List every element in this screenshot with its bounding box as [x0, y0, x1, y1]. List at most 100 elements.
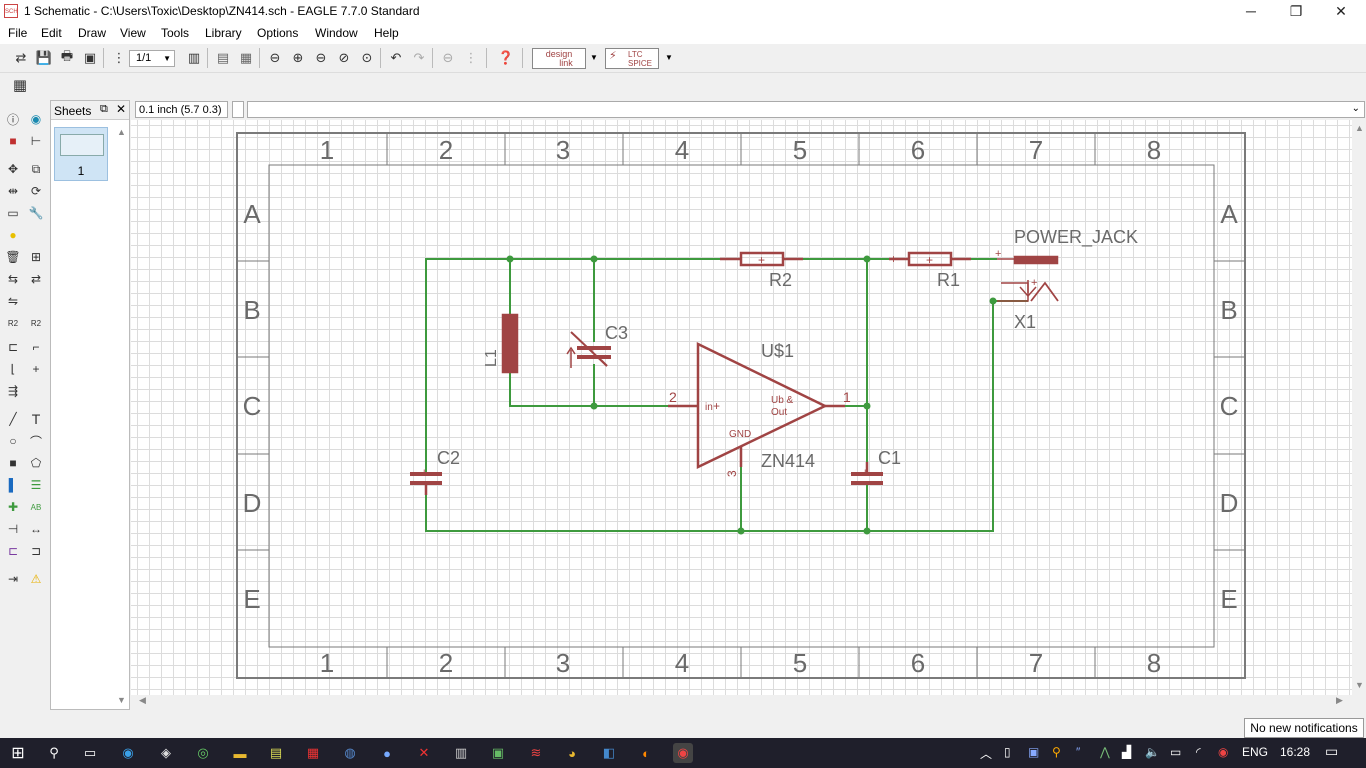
copy-icon[interactable]: ⧉ — [31, 161, 41, 176]
close-button[interactable]: ✕ — [1335, 3, 1347, 19]
zoom-out-icon[interactable]: ⊖ — [315, 50, 327, 65]
vertical-scrollbar[interactable]: ▲ ▼ — [1352, 120, 1366, 695]
designlink-button[interactable]: design link — [532, 48, 586, 69]
command-input[interactable]: ⌄ — [247, 101, 1365, 118]
app-icon-7[interactable]: ◍ — [344, 745, 356, 760]
junction-icon[interactable]: ✚ — [7, 500, 19, 514]
print-icon[interactable]: 🖶 — [60, 48, 74, 63]
command-chevron-down-icon[interactable]: ⌄ — [1351, 103, 1360, 114]
sheet-select[interactable]: 1/1 ▼ — [129, 50, 175, 67]
group-icon[interactable]: ▭ — [7, 206, 19, 220]
app-icon-9[interactable]: ✕ — [418, 745, 430, 760]
value-icon[interactable]: R2 — [30, 318, 42, 328]
app-icon-6[interactable]: ▦ — [306, 745, 320, 760]
menu-options[interactable]: Options — [257, 26, 299, 40]
text-icon[interactable]: T — [31, 411, 41, 427]
scroll-down-arrow-icon[interactable]: ▼ — [1355, 680, 1364, 690]
file-explorer-icon[interactable]: ▬ — [233, 745, 247, 761]
arc-icon[interactable]: ⌒ — [29, 434, 42, 449]
pin-icon[interactable]: ⧉ — [100, 103, 108, 115]
erc-icon[interactable]: ⇥ — [7, 572, 19, 586]
info-icon[interactable]: ⓘ — [6, 112, 19, 127]
horizontal-scrollbar[interactable]: ◀ ▶ — [131, 695, 1352, 708]
mark-icon[interactable]: ⊢ — [30, 134, 42, 148]
cross-icon[interactable]: + — [32, 362, 40, 376]
scroll-down-icon[interactable]: ▼ — [117, 695, 126, 705]
edge-icon[interactable]: ◉ — [122, 745, 134, 760]
sheet-list-icon[interactable]: ▥ — [187, 50, 201, 65]
network-icon[interactable]: ◜ — [1196, 745, 1201, 759]
scroll-right-arrow-icon[interactable]: ▶ — [1336, 695, 1343, 705]
chrome-icon[interactable]: ◕ — [568, 745, 576, 761]
undo-icon[interactable]: ↶ — [390, 50, 402, 65]
optimize-icon[interactable]: ⇶ — [7, 384, 19, 398]
app-icon-11[interactable]: ▣ — [491, 745, 505, 760]
go-icon[interactable]: ⋮ — [464, 50, 478, 65]
scroll-up-arrow-icon[interactable]: ▲ — [1355, 123, 1364, 133]
restore-button[interactable]: ❐ — [1289, 3, 1303, 19]
task-view-icon[interactable]: ▭ — [83, 745, 97, 760]
app-icon-5[interactable]: ▤ — [269, 745, 283, 760]
label-icon[interactable]: AB — [30, 502, 42, 512]
rotate-icon[interactable]: ⟳ — [30, 184, 42, 198]
app-icon-3[interactable]: ◎ — [197, 745, 209, 760]
scroll-up-icon[interactable]: ▲ — [117, 127, 126, 137]
firefox-icon[interactable]: ◐ — [642, 745, 650, 761]
eagle-taskbar-icon[interactable]: ◉ — [673, 743, 693, 763]
menu-draw[interactable]: Draw — [78, 26, 107, 40]
net-icon[interactable]: ☰ — [30, 478, 42, 492]
zoom-in-icon[interactable]: ⊕ — [292, 50, 304, 65]
menu-library[interactable]: Library — [205, 26, 242, 40]
mirror-icon[interactable]: ⇹ — [7, 184, 19, 198]
zoom-redraw-icon[interactable]: ⊘ — [338, 50, 350, 65]
volume-icon[interactable]: 🔈 — [1145, 745, 1160, 759]
l1-inductor[interactable] — [501, 313, 519, 374]
stop-icon[interactable]: ⊖ — [442, 50, 454, 65]
app-icon-12[interactable]: ≋ — [530, 745, 542, 760]
tray-search-icon[interactable]: ⚲ — [1052, 745, 1061, 759]
circle-icon[interactable]: ○ — [9, 434, 17, 448]
pinswap-icon[interactable]: ⇆ — [7, 272, 19, 286]
search-icon[interactable]: ⚲ — [49, 745, 59, 760]
ltspice-chevron-down-icon[interactable]: ▼ — [665, 53, 673, 62]
language-indicator[interactable]: ENG — [1242, 745, 1269, 759]
script-icon[interactable]: ▤ — [216, 50, 230, 65]
scroll-left-arrow-icon[interactable]: ◀ — [139, 695, 146, 705]
tray-icon-2[interactable]: ▣ — [1028, 745, 1040, 759]
help-icon[interactable]: ❓ — [497, 50, 515, 65]
show-icon[interactable]: ◉ — [30, 112, 42, 126]
add-icon[interactable]: ⊞ — [30, 250, 42, 264]
modules-icon[interactable]: ⊐ — [30, 544, 42, 558]
menu-tools[interactable]: Tools — [161, 26, 190, 40]
wire-icon[interactable]: ╱ — [9, 412, 17, 426]
delete-icon[interactable]: 🗑 — [5, 250, 21, 264]
schematic-canvas[interactable]: 1 2 3 4 5 6 7 8 1 2 3 4 5 6 7 8 A B C D … — [131, 120, 1352, 695]
miter-icon[interactable]: ⌐ — [32, 340, 40, 354]
menu-help[interactable]: Help — [374, 26, 399, 40]
display-icon[interactable]: ■ — [9, 134, 17, 148]
tray-chevron-icon[interactable]: ︿ — [980, 747, 993, 761]
replace-icon[interactable]: ⇋ — [7, 294, 19, 308]
tray-chart-icon[interactable]: ▟ — [1122, 745, 1132, 759]
smash-icon[interactable]: ⊏ — [7, 340, 19, 354]
redo-icon[interactable]: ↷ — [413, 50, 425, 65]
rect-icon[interactable]: ■ — [9, 456, 17, 470]
cam-icon[interactable]: ▣ — [83, 50, 97, 65]
menu-edit[interactable]: Edit — [41, 26, 62, 40]
command-button[interactable] — [232, 101, 244, 118]
menu-file[interactable]: File — [8, 26, 28, 40]
sheet-thumbnail[interactable]: 1 — [54, 127, 108, 181]
windows-start-icon[interactable]: ⊞ — [11, 745, 25, 762]
sheets-close-icon[interactable]: ✕ — [116, 102, 127, 116]
gateswap-icon[interactable]: ⇄ — [30, 272, 42, 286]
menu-view[interactable]: View — [120, 26, 146, 40]
run-ulp-icon[interactable]: ▦ — [239, 50, 253, 65]
sheet-icon[interactable]: ⋮ — [112, 50, 126, 65]
grid-icon[interactable]: ▦ — [12, 77, 28, 94]
clock[interactable]: 16:28 — [1280, 745, 1311, 759]
calculator-icon[interactable]: ▥ — [454, 745, 468, 760]
notification-center-icon[interactable]: ▭ — [1325, 743, 1339, 759]
app-icon-2[interactable]: ◈ — [161, 745, 171, 760]
tray-icon-1[interactable]: ▯ — [1004, 745, 1011, 759]
designlink-chevron-down-icon[interactable]: ▼ — [590, 53, 598, 62]
